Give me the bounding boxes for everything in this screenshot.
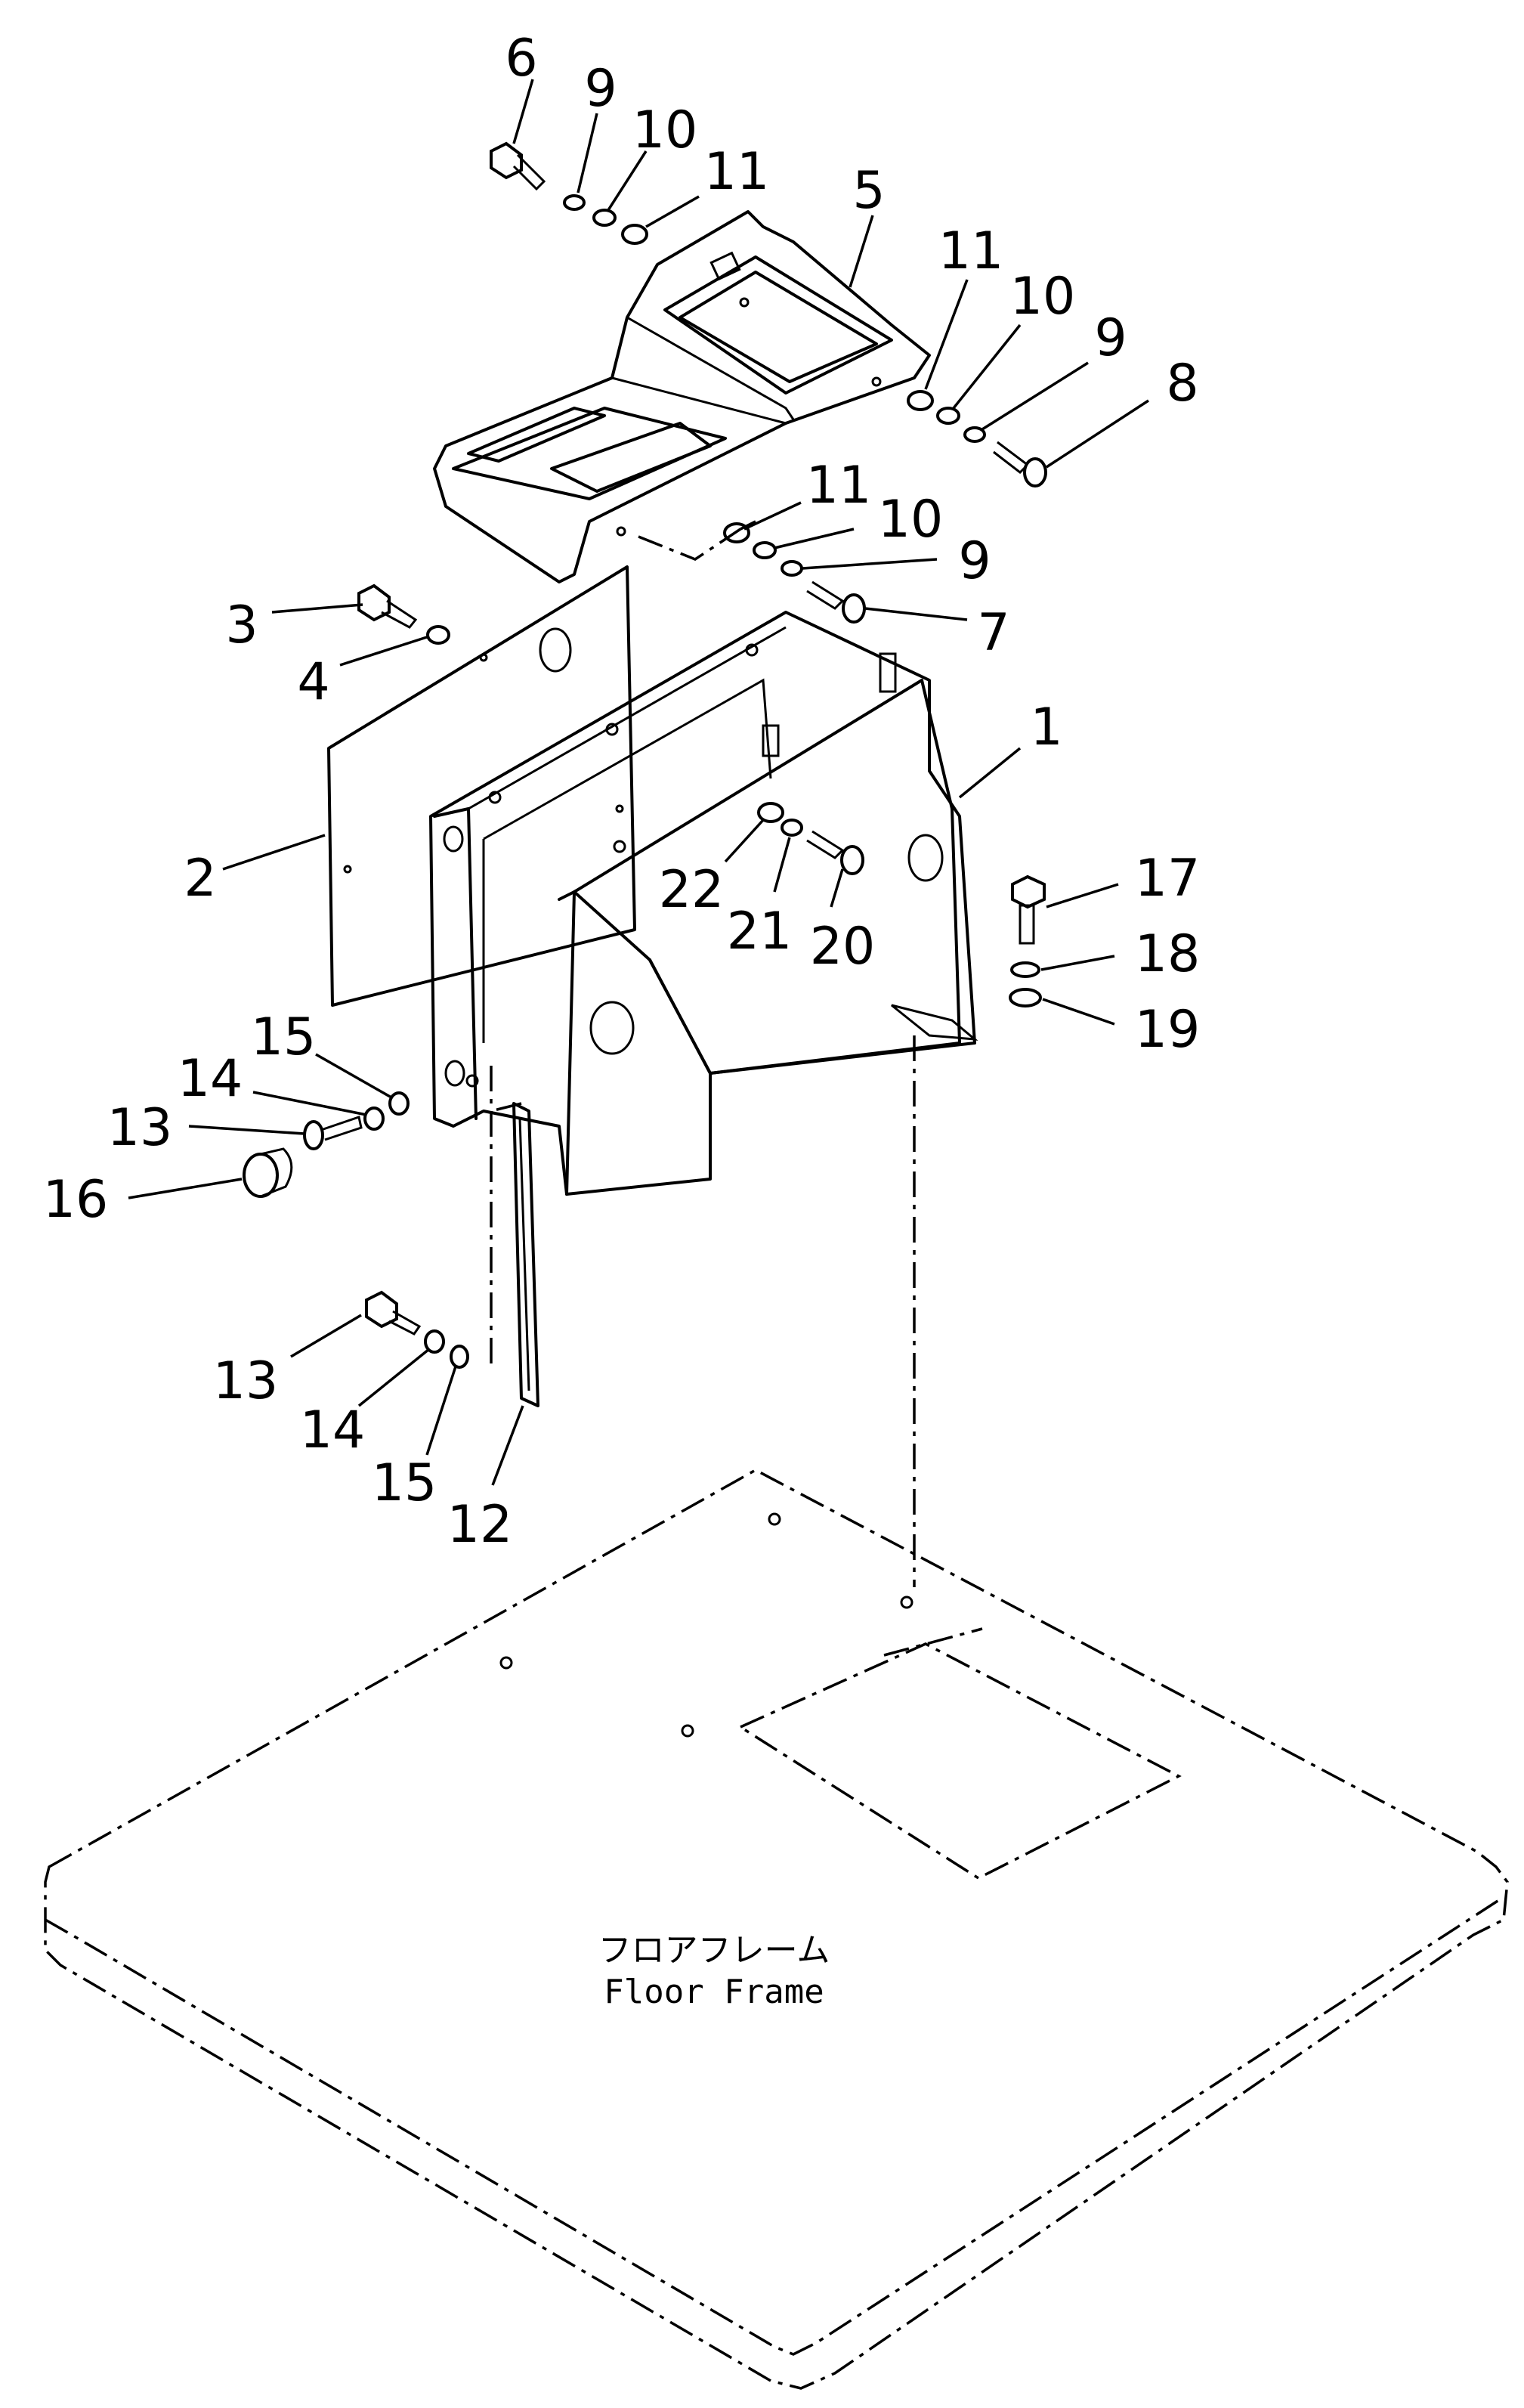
washer-22 [757,802,784,823]
washer-10b [936,407,960,425]
floor-frame-label-jp: フロアフレーム [598,1931,830,1970]
callout-1: 1 [1030,698,1062,757]
leader-lines [128,79,1149,1486]
callout-12: 12 [447,1495,513,1555]
callout-6: 6 [505,29,537,88]
callout-15-lower: 15 [372,1453,437,1513]
bolt-3 [357,583,418,629]
callout-19: 19 [1135,1000,1201,1060]
callout-9: 9 [584,59,617,119]
washer-14b [424,1329,445,1354]
phantom-lines [490,520,916,1587]
washer-10 [592,209,617,227]
strip-part-12 [512,1102,539,1407]
callout-7: 7 [977,603,1009,663]
washer-11 [621,224,648,245]
callout-15: 15 [251,1007,317,1067]
washer-10c [753,541,777,559]
callout-11: 11 [704,142,770,202]
floor-frame-label-en: Floor Frame [604,1973,824,2011]
callout-5: 5 [852,161,885,221]
callout-11-right: 11 [938,221,1004,281]
washer-15b [450,1345,469,1369]
console-box-part-1 [429,611,978,1196]
washer-19 [1009,988,1042,1007]
callout-10-right: 10 [1010,267,1076,327]
washer-14 [363,1107,385,1131]
plug-16 [243,1147,293,1198]
callout-20: 20 [810,917,876,977]
callout-17: 17 [1135,849,1201,908]
bolt-13b [365,1290,422,1336]
hardware [243,141,1047,1369]
callout-labels: 6 9 10 11 5 11 10 9 8 11 10 9 7 3 4 1 2 … [43,29,1201,1555]
washer-9 [563,194,586,211]
callout-9-mid: 9 [958,531,991,591]
washer-9c [781,560,803,577]
bolt-20 [806,830,864,875]
callout-9-right: 9 [1094,308,1127,368]
callout-18: 18 [1135,924,1201,984]
washer-15 [388,1091,410,1116]
floor-frame-label: フロアフレーム Floor Frame [598,1931,830,2011]
callout-11-mid: 11 [806,456,872,515]
bolt-17 [1011,874,1046,945]
side-plate-part-2 [327,565,636,1007]
callout-21: 21 [727,902,793,961]
washer-21 [781,819,803,837]
washer-9b [963,426,986,443]
bolt-7 [806,580,866,624]
callout-10: 10 [632,101,698,160]
callout-3: 3 [225,596,258,655]
callout-2: 2 [184,849,216,908]
washer-18 [1010,961,1040,978]
callout-4: 4 [297,652,329,712]
callout-16: 16 [43,1170,109,1230]
floor-frame-outline [44,1469,1509,2390]
callout-10-mid: 10 [878,490,944,549]
callout-8: 8 [1166,354,1198,413]
washer-4 [426,625,450,645]
washer-11b [907,390,934,411]
callout-14: 14 [178,1049,243,1109]
bolt-6 [490,141,546,191]
console-cover-part-5 [433,210,931,583]
bolt-8 [993,441,1047,487]
callout-13-lower: 13 [213,1351,279,1411]
callout-13: 13 [107,1098,173,1158]
bolt-13 [303,1116,363,1150]
callout-14-lower: 14 [300,1401,366,1460]
callout-22: 22 [659,860,725,920]
